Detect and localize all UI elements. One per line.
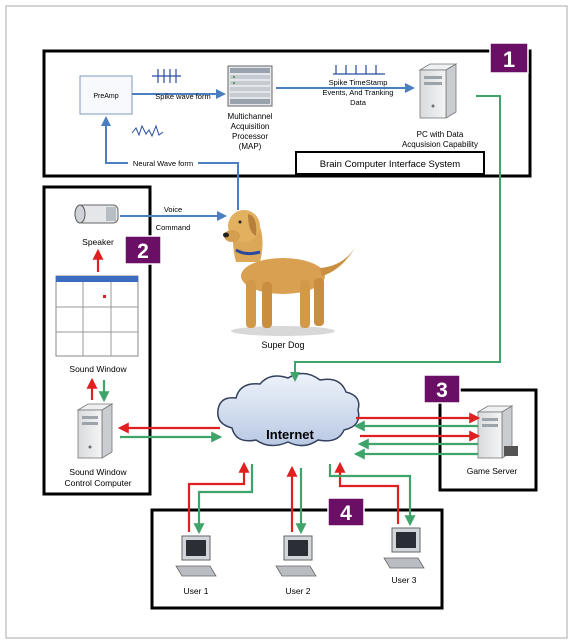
map-label-line-4: (MAP) <box>239 142 262 151</box>
arrow-user1-to-internet <box>187 461 250 532</box>
control-computer-line-1: Sound Window <box>69 467 127 477</box>
voice-label-line-1: Voice <box>164 205 182 214</box>
spike-wave-label: Spike wave form <box>155 92 210 101</box>
neural-wave-label-bg <box>128 157 198 169</box>
internet-cloud <box>217 372 360 447</box>
section-1-badge <box>489 42 529 74</box>
section-2-sound: 2 Speaker Voice Command Sound Window <box>42 185 227 496</box>
preamp-label: PreAmp <box>93 93 118 100</box>
voice-label-line-2: Command <box>156 223 191 232</box>
neural-waveform-icon <box>131 124 164 138</box>
section-3-box <box>438 388 538 492</box>
section-1-number: 1 <box>503 47 515 72</box>
sound-window-label: Sound Window <box>69 364 127 374</box>
outer-frame <box>5 5 568 639</box>
pc-label-line-2: Acqusision Capability <box>402 140 478 149</box>
section-4-badge <box>327 497 365 527</box>
section-3-badge <box>423 374 461 404</box>
section-2-box <box>42 185 152 496</box>
game-server-label: Game Server <box>467 466 518 476</box>
spike-data-line-1: Spike TimeStamp <box>329 78 388 87</box>
user-3-label: User 3 <box>391 575 416 585</box>
section-1-box <box>42 49 532 178</box>
map-rack-icon <box>227 65 273 107</box>
section-2-badge <box>124 235 162 265</box>
internet-label: Internet <box>266 427 314 442</box>
control-computer-icon <box>76 403 114 459</box>
user-1-label: User 1 <box>183 586 208 596</box>
section-3-number: 3 <box>436 379 448 402</box>
dog-label: Super Dog <box>261 340 304 350</box>
user-2-label: User 2 <box>285 586 310 596</box>
user-1-computer-icon <box>175 535 217 577</box>
section-4-users: 4 User 1 User 2 User 3 <box>150 497 444 610</box>
section-1-bci: 1 PreAmp Spike wave form Multichannel Ac… <box>42 42 532 210</box>
preamp-box <box>79 75 133 115</box>
system-title-box <box>295 151 485 175</box>
section-3-game: 3 Game Server <box>423 374 538 492</box>
timestamp-ticks-icon <box>333 65 385 75</box>
spike-data-line-2: Events, And Tranking <box>323 88 394 97</box>
section-2-number: 2 <box>137 240 149 263</box>
pc-tower-icon <box>418 63 458 119</box>
section-4-number: 4 <box>340 502 352 525</box>
spike-waveform-icon <box>152 69 181 83</box>
arrow-internet-to-user3 <box>328 464 416 527</box>
spike-data-line-3: Data <box>350 98 367 107</box>
map-label-line-3: Processor <box>232 132 268 141</box>
arrow-internet-to-user1 <box>193 464 254 535</box>
map-label-line-2: Acquisition <box>231 122 270 131</box>
speaker-label: Speaker <box>82 237 114 247</box>
game-server-icon <box>476 405 518 459</box>
dog-icon <box>223 210 356 336</box>
system-title: Brain Computer Interface System <box>320 159 461 170</box>
control-computer-line-2: Control Computer <box>64 478 131 488</box>
pc-label-line-1: PC with Data <box>417 130 464 139</box>
section-4-box <box>150 508 444 610</box>
sound-window-grid <box>55 275 139 357</box>
neural-wave-label: Neural Wave form <box>133 159 193 168</box>
user-3-computer-icon <box>383 527 425 569</box>
map-label-line-1: Multichannel <box>228 112 273 121</box>
arrow-pc-to-internet <box>290 95 501 382</box>
user-2-computer-icon <box>275 535 317 577</box>
speaker-icon <box>74 204 119 224</box>
